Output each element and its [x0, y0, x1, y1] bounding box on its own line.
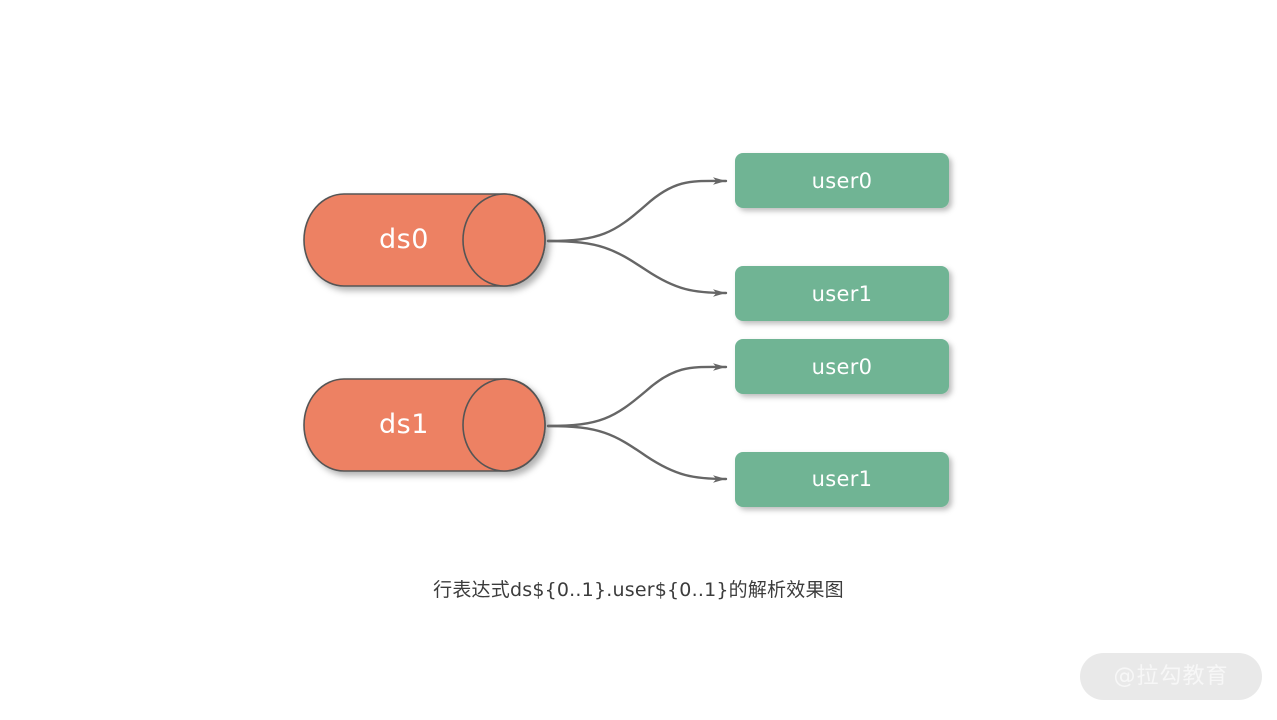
- ds0-cylinder-cap: [462, 193, 546, 287]
- watermark-text: @拉勾教育: [1113, 664, 1229, 689]
- table-label-ds0-user1: user1: [811, 282, 873, 306]
- connector-ds0-to-user1: [546, 239, 728, 297]
- table-box-ds1-user0[interactable]: [735, 339, 949, 394]
- datastore-label-ds0: ds0: [379, 224, 429, 255]
- datastore-ds1[interactable]: [303, 378, 546, 472]
- datastore-label-ds1: ds1: [379, 409, 429, 440]
- figure-caption: 行表达式ds${0..1}.user${0..1}的解析效果图: [433, 579, 844, 601]
- connector-ds1-to-user0: [546, 363, 728, 428]
- table-label-ds1-user0: user0: [811, 355, 873, 379]
- table-box-ds0-user0[interactable]: [735, 153, 949, 208]
- connector-ds1-to-user1: [546, 424, 728, 483]
- table-label-ds1-user1: user1: [811, 467, 873, 491]
- datastore-ds0[interactable]: [303, 193, 546, 287]
- ds1-cylinder-cap: [462, 378, 546, 472]
- table-box-ds0-user1[interactable]: [735, 266, 949, 321]
- table-label-ds0-user0: user0: [811, 169, 873, 193]
- watermark-badge: @拉勾教育: [1080, 653, 1262, 700]
- table-box-ds1-user1[interactable]: [735, 452, 949, 507]
- connector-ds0-to-user0: [546, 177, 728, 243]
